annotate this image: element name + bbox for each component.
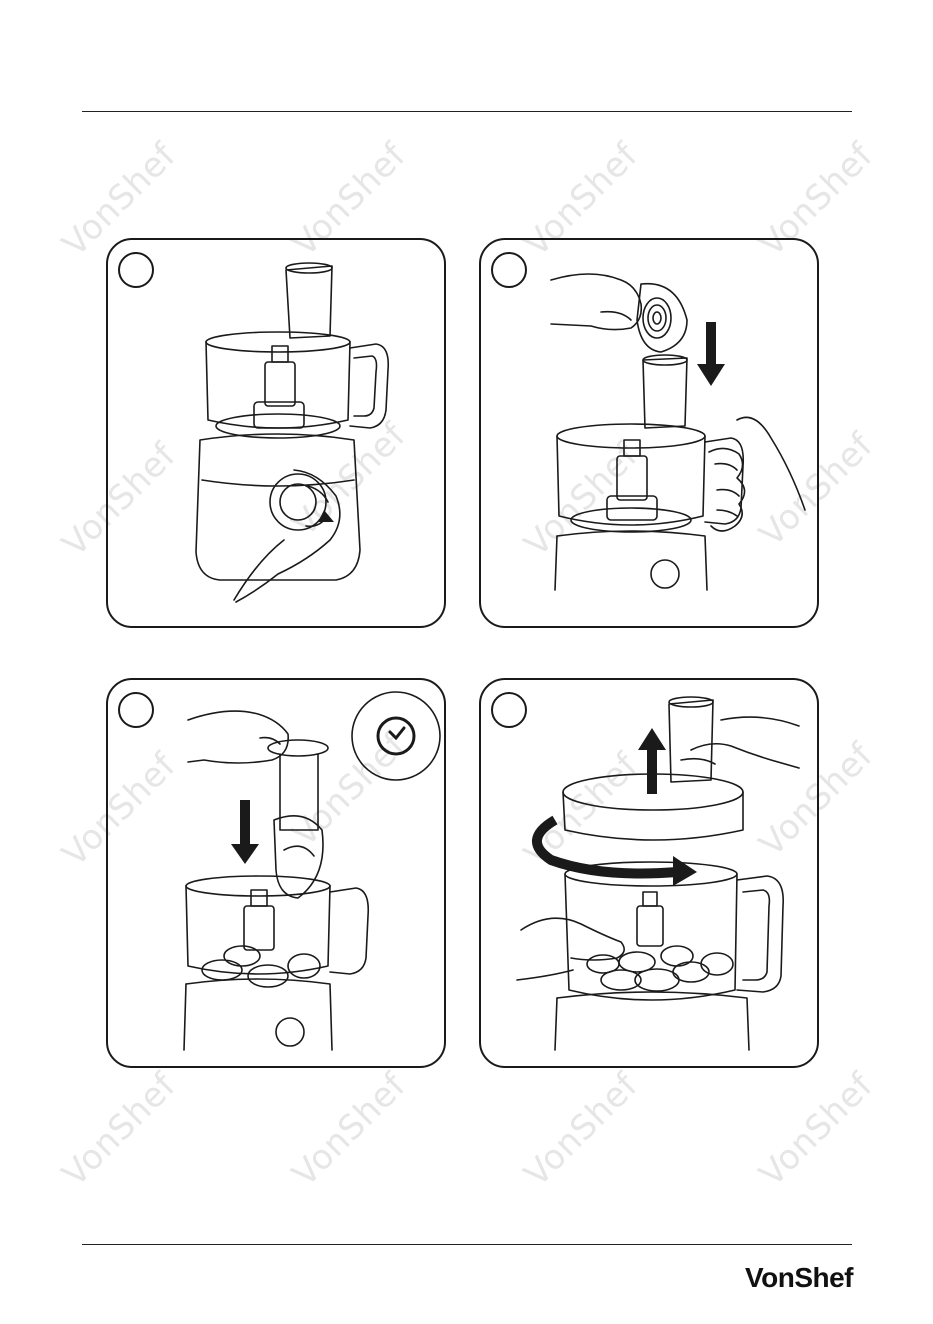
brand-logo: VonShef [745, 1262, 853, 1294]
step-panel-4 [479, 678, 819, 1068]
rotate-arrow-icon [537, 820, 697, 886]
food-processor-illustration [481, 240, 819, 628]
step-panel-1 [106, 238, 446, 628]
clock-icon [378, 718, 414, 754]
arrow-down-icon [697, 322, 725, 386]
arrow-down-icon [231, 800, 259, 864]
step-panel-3 [106, 678, 446, 1068]
food-processor-illustration [108, 240, 446, 628]
watermark: VonShef [517, 1065, 646, 1194]
watermark: VonShef [55, 1065, 184, 1194]
header-rule [82, 111, 852, 112]
food-processor-illustration [481, 680, 819, 1068]
watermark: VonShef [285, 1065, 414, 1194]
food-processor-illustration [108, 680, 446, 1068]
arrow-up-icon [638, 728, 666, 794]
footer-rule [82, 1244, 852, 1245]
watermark: VonShef [752, 1065, 881, 1194]
step-panel-2 [479, 238, 819, 628]
